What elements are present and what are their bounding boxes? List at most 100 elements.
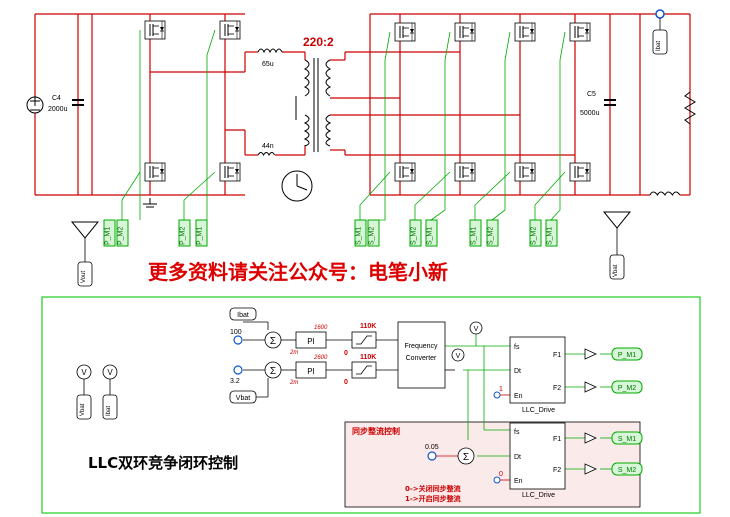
vmeter-fs: V	[469, 321, 483, 335]
freq-2: 2600	[313, 355, 328, 361]
vco-line2: Converter	[406, 355, 437, 362]
pin-f1: F1	[553, 436, 561, 443]
tag-text: P_M2	[118, 227, 125, 245]
ibat-probe: Ibat	[652, 9, 668, 55]
tag-p-m2-a: P_M2	[116, 219, 129, 247]
pin-dt: Dt	[514, 454, 521, 461]
tag-text: S_M2	[411, 227, 418, 245]
ibat-feedback-tag: Ibat	[229, 307, 257, 321]
llc-drive-1: fs Dt En F1 F2 LLC_Drive 1	[493, 336, 566, 414]
tag-text: S_M2	[369, 227, 376, 245]
summer-sync: Σ	[457, 447, 475, 465]
tag-s-8: S_M1	[545, 219, 558, 247]
tag-s-7: S_M2	[529, 219, 542, 247]
tag-s-4: S_M1	[425, 219, 438, 247]
out-p-m2: P_M2	[618, 385, 636, 392]
ibat-tag-text: Ibat	[237, 312, 249, 319]
l2-value: 44n	[262, 143, 274, 150]
lim-2-lo: 0	[344, 379, 348, 386]
llc-drive-2: fs Dt En F1 F2 LLC_Drive 0	[493, 422, 566, 499]
inductors	[257, 48, 681, 196]
frequency-converter-block: Frequency Converter	[397, 321, 446, 389]
control-frame	[41, 296, 701, 514]
control-wires	[243, 321, 455, 398]
promo-banner: 更多资料请关注公众号：电笔小新	[148, 260, 448, 284]
tag-text: S_M1	[547, 227, 554, 245]
ibat-meter-label: Ibat	[106, 406, 112, 416]
en-const: 1	[499, 386, 503, 393]
svg-text:Σ: Σ	[463, 452, 469, 463]
vbat-tag-text: Vbat	[236, 395, 250, 402]
current-sensor-right: Vbat	[602, 211, 632, 280]
turns-ratio: 220:2	[303, 35, 334, 49]
sync-deadtime-source: 0.05	[425, 444, 439, 461]
output-p-m2: P_M2	[584, 380, 643, 394]
freq-1: 1600	[314, 325, 328, 331]
control-green-wires	[445, 333, 612, 470]
v-symbol: V	[456, 353, 461, 360]
tag-text: P_M1	[197, 227, 204, 245]
pin-en: En	[514, 393, 523, 400]
limiter-1: 110K 0	[344, 323, 377, 357]
v-symbol: V	[81, 368, 87, 377]
deadtime-value: 0.05	[425, 444, 439, 451]
output-s-m1: S_M1	[584, 431, 643, 445]
pin-f1: F1	[553, 352, 561, 359]
ref-current-value: 100	[230, 329, 242, 336]
pi-text: PI	[307, 367, 315, 376]
secondary-mosfets	[394, 22, 591, 182]
clock-icon	[281, 170, 313, 202]
tag-text: S_M1	[356, 227, 363, 245]
ref-current-source: 100	[230, 329, 243, 345]
v-symbol: V	[107, 368, 113, 377]
drive-name: LLC_Drive	[522, 407, 555, 414]
tag-text: P_M1	[105, 227, 112, 245]
pin-f2: F2	[553, 385, 561, 392]
out-s-m2: S_M2	[618, 467, 636, 474]
sync-title: 同步整流控制	[352, 426, 400, 436]
output-p-m1: P_M1	[584, 347, 643, 361]
sync-note-on: 1->开启同步整流	[405, 494, 461, 503]
ref-voltage-source: 3.2	[230, 365, 243, 385]
control-title: LLC双环竞争闭环控制	[88, 454, 238, 472]
tag-text: S_M2	[531, 227, 538, 245]
vmeter-dt: V	[451, 348, 465, 362]
sync-en-const: 0	[499, 471, 503, 478]
vmeter-left-2: V Ibat	[102, 364, 118, 420]
svg-text:Σ: Σ	[270, 366, 276, 377]
tag-s-5: S_M1	[469, 219, 482, 247]
ibat-label: Ibat	[656, 41, 662, 51]
pi-block-1: PI 1600 2m	[289, 325, 328, 356]
vco-line1: Frequency	[404, 343, 438, 350]
ref-voltage-value: 3.2	[230, 378, 240, 385]
tag-p-m1-b: P_M1	[195, 219, 208, 247]
limiter-2: 110K 0	[344, 354, 377, 386]
pi-block-2: PI 2600 2m	[289, 355, 328, 386]
tag-s-2: S_M2	[367, 219, 380, 247]
vmeter-left-1: V Vbat	[76, 364, 92, 420]
current-sensor-left: Vout	[70, 221, 100, 287]
pin-fs: fs	[514, 344, 520, 351]
tag-text: P_M2	[180, 227, 187, 245]
out-p-m1: P_M1	[618, 352, 636, 359]
tag-s-3: S_M2	[409, 219, 422, 247]
tag-s-1: S_M1	[354, 219, 367, 247]
lim-2-hi: 110K	[360, 354, 376, 361]
tag-text: S_M2	[488, 227, 495, 245]
power-stage	[34, 13, 691, 196]
vbat-meter-label: Vbat	[80, 403, 86, 416]
pin-fs: fs	[514, 429, 520, 436]
output-s-m2: S_M2	[584, 462, 643, 476]
sync-note-off: 0->关闭同步整流	[405, 484, 461, 493]
drive-name: LLC_Drive	[522, 492, 555, 499]
c5-name: C5	[587, 91, 596, 98]
tag-p-m2-b: P_M2	[178, 219, 191, 247]
c4-value: 2000u	[48, 106, 68, 113]
vbat-label: Vbat	[613, 264, 619, 277]
vout-label: Vout	[81, 271, 87, 283]
summer-2: Σ	[264, 361, 282, 379]
tag-s-6: S_M2	[486, 219, 499, 247]
pin-f2: F2	[553, 467, 561, 474]
gate-tags: P_M1 P_M2 P_M2 P_M1 S_M1 S_M2 S_M2 S_M1 …	[103, 219, 558, 247]
